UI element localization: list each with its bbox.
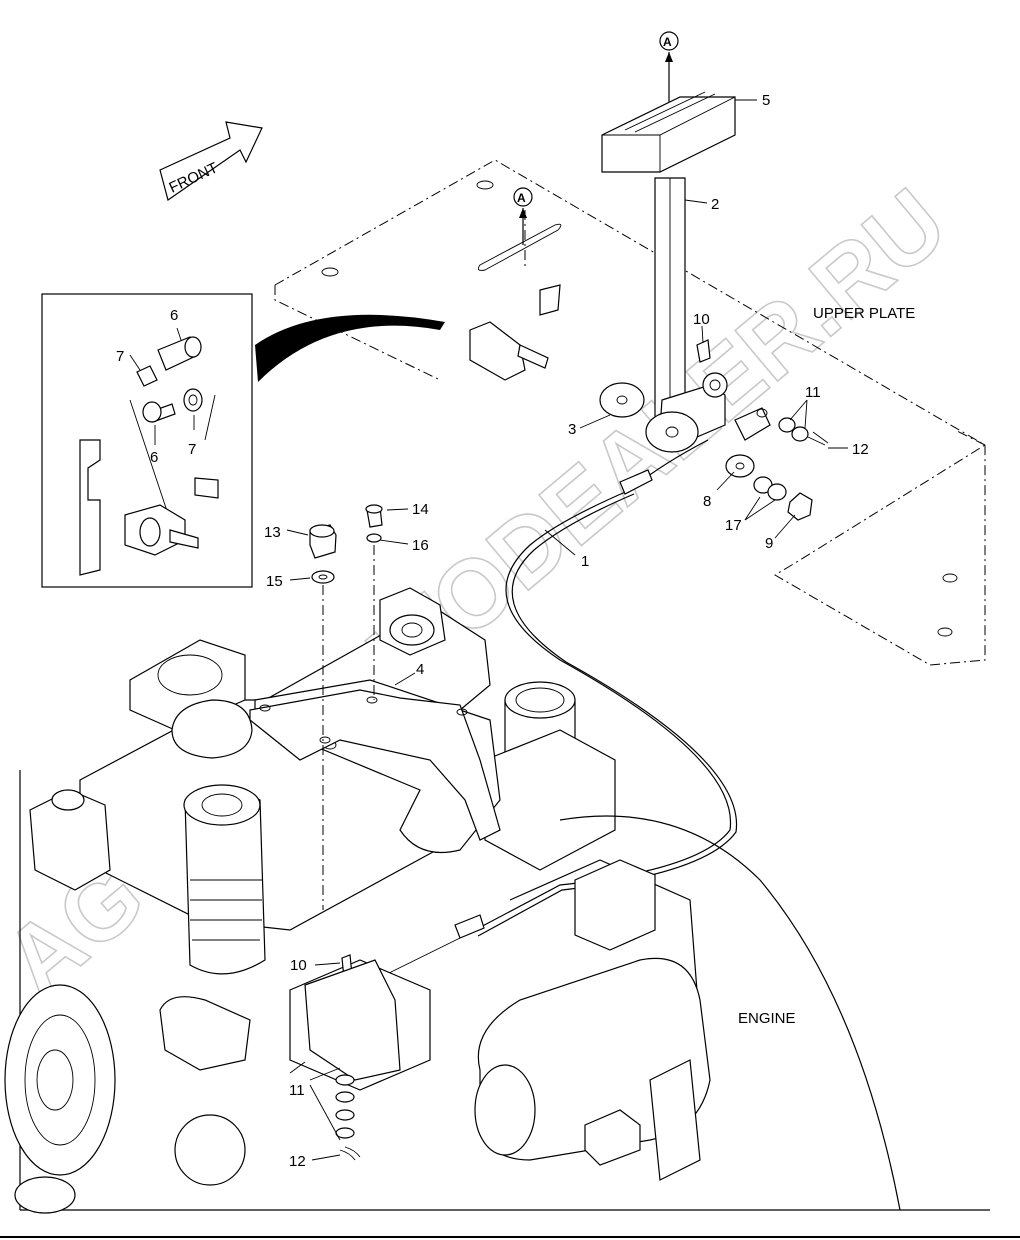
- callout-12-top: 12: [852, 441, 869, 458]
- view-marker-a-plate: A: [513, 187, 533, 245]
- callout-8: 8: [703, 493, 711, 510]
- lower-bracket-hardware: [304, 954, 401, 1161]
- svg-text:A: A: [663, 35, 672, 49]
- callout-9: 9: [765, 535, 773, 552]
- callout-4: 4: [416, 661, 424, 678]
- lever-hardware: [725, 417, 829, 521]
- engine-label: ENGINE: [738, 1010, 796, 1027]
- callout-14: 14: [412, 501, 429, 518]
- callout-numbers: 5 2 10 11 12 3 8 17 9 1 13 14 16 15 4 6 …: [116, 92, 869, 1170]
- engine-body: [4, 587, 990, 1214]
- callout-6-top: 6: [170, 307, 178, 324]
- upper-plate-label: UPPER PLATE: [813, 305, 915, 322]
- bolt-hardware-top: [309, 504, 383, 910]
- callout-3: 3: [568, 421, 576, 438]
- control-cable: [384, 439, 738, 976]
- callout-10-top: 10: [693, 311, 710, 328]
- callout-1: 1: [581, 553, 589, 570]
- lever-assembly: [469, 91, 771, 453]
- view-marker-a-top: A: [659, 31, 679, 110]
- mounting-plate: [249, 689, 501, 841]
- callout-11-top: 11: [805, 384, 821, 401]
- callout-13: 13: [264, 524, 281, 541]
- callout-7-top: 7: [116, 348, 124, 365]
- callout-2: 2: [711, 196, 719, 213]
- svg-text:A: A: [517, 191, 526, 205]
- detail-inset: [41, 293, 253, 588]
- upper-plate: [274, 159, 986, 666]
- leader-lines: [129, 99, 848, 1161]
- callout-7-bot: 7: [188, 441, 196, 458]
- callout-12-bot: 12: [289, 1153, 306, 1170]
- detail-sweep: [255, 314, 445, 382]
- front-arrow: FRONT: [159, 121, 263, 201]
- front-label: FRONT: [167, 159, 221, 196]
- callout-11-bot: 11: [289, 1082, 305, 1099]
- callout-17: 17: [725, 517, 742, 534]
- callout-6-bot: 6: [150, 449, 158, 466]
- callout-5: 5: [762, 92, 770, 109]
- callout-16: 16: [412, 537, 429, 554]
- callout-15: 15: [266, 573, 283, 590]
- callout-10-bot: 10: [290, 957, 307, 974]
